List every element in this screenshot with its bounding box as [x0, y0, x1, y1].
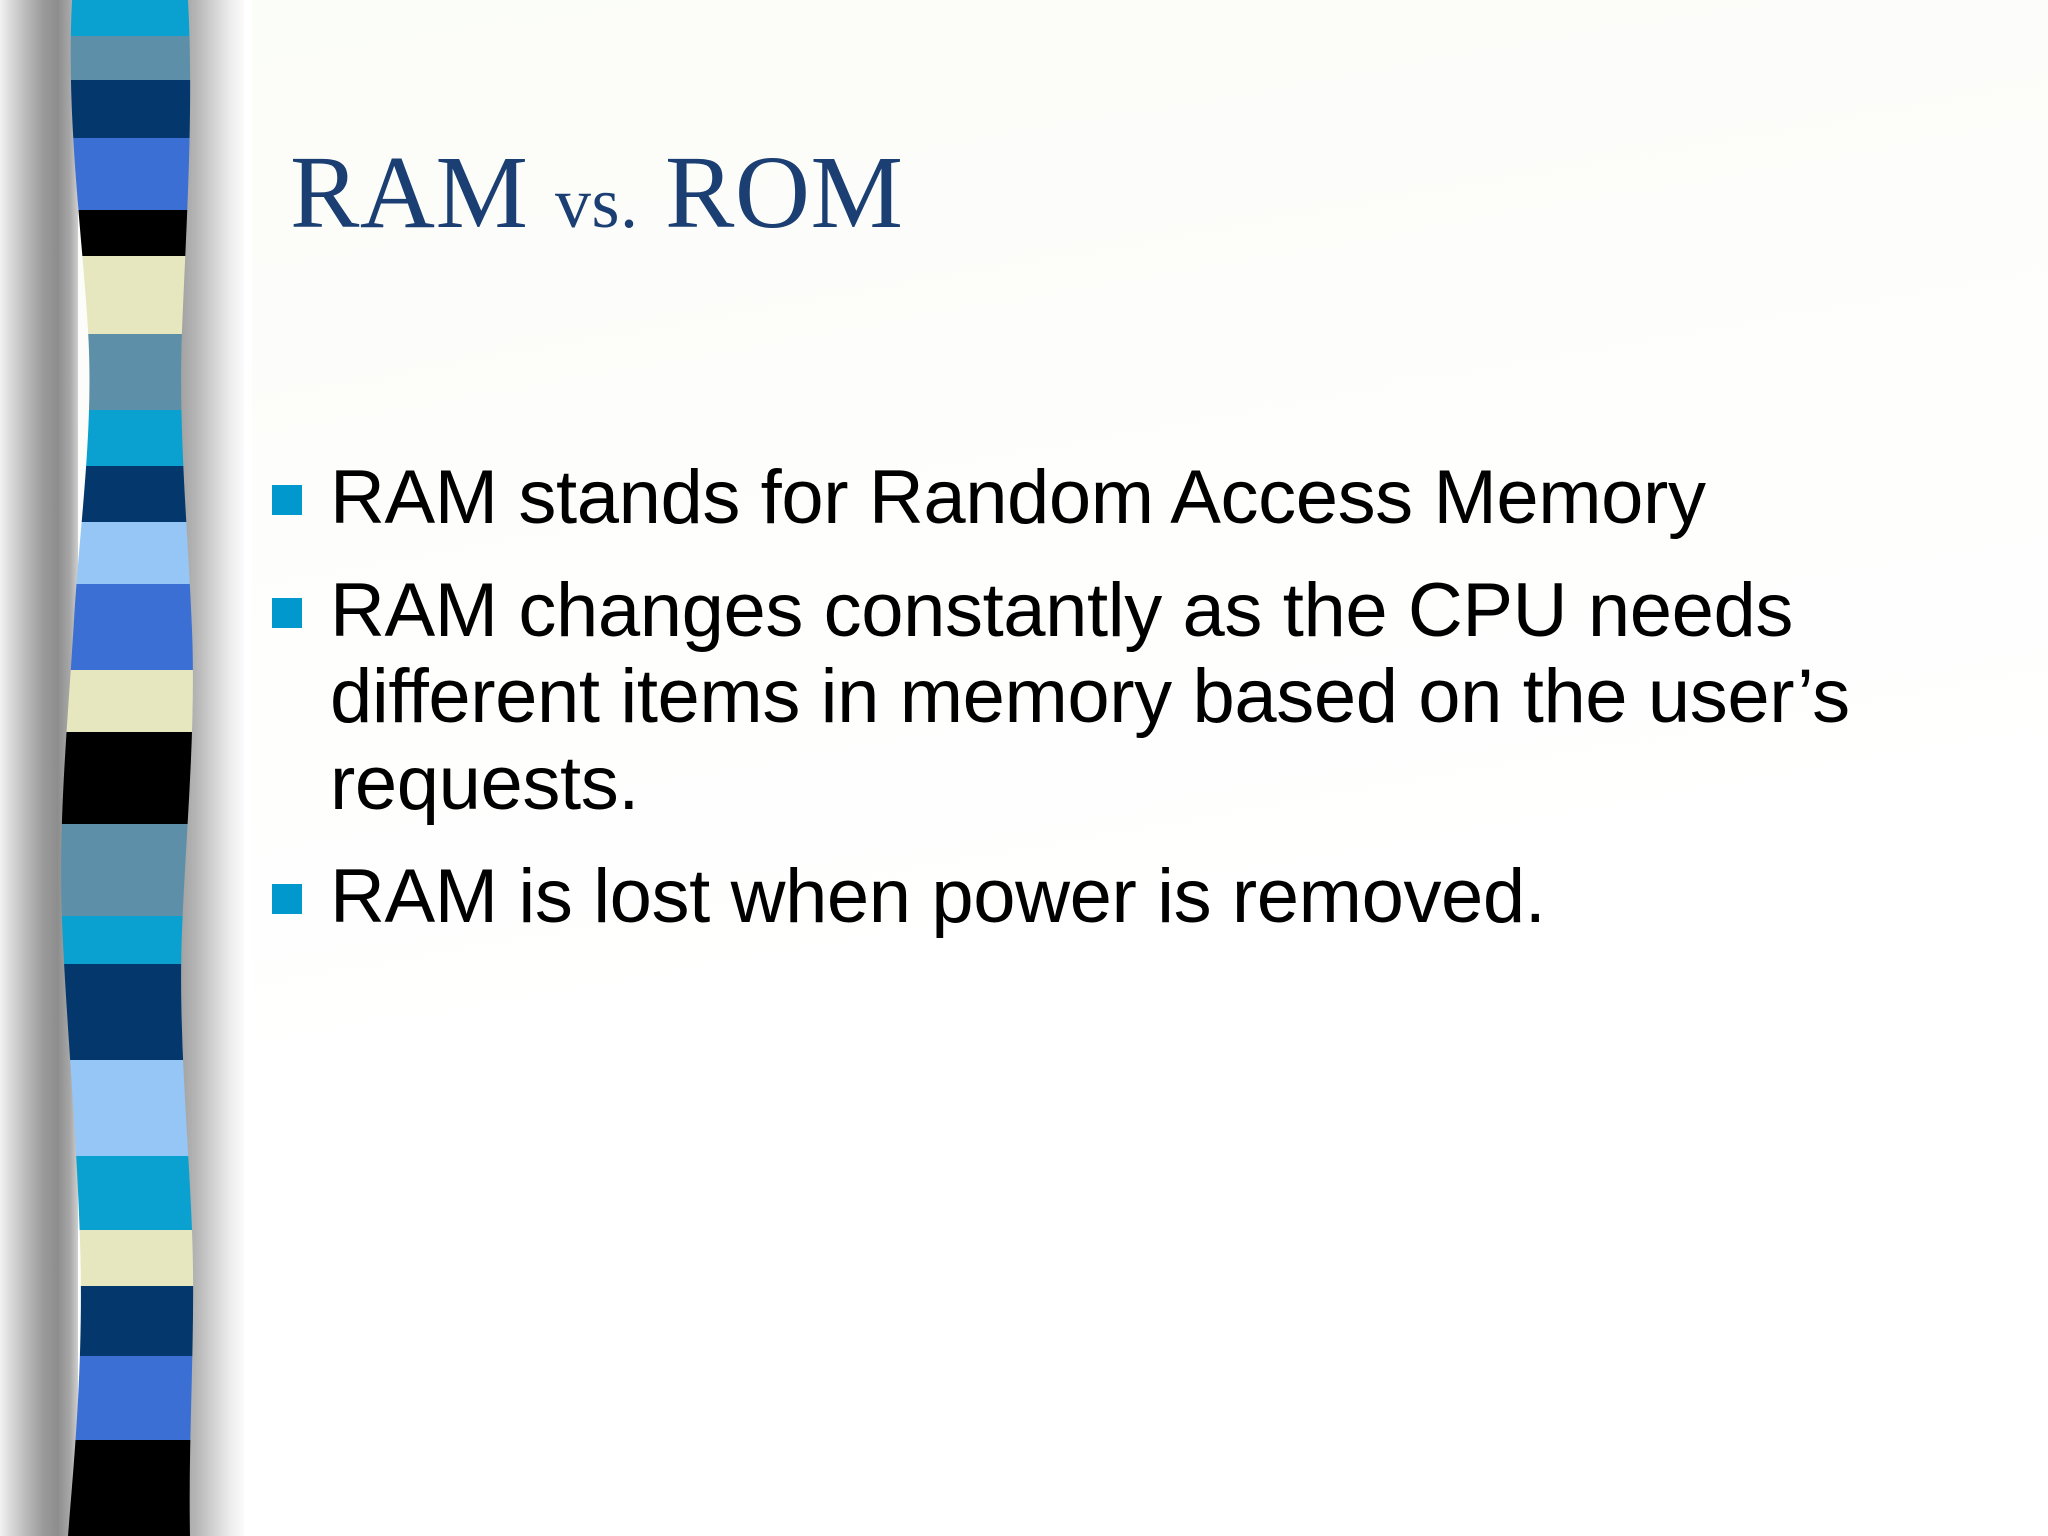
title-trail: ROM — [638, 135, 904, 250]
bullet-item-3: RAM is lost when power is removed. — [272, 854, 1992, 941]
bullet-text-3: RAM is lost when power is removed. — [330, 853, 1546, 939]
bullet-square-icon — [272, 883, 302, 914]
bullet-square-icon — [272, 597, 302, 628]
title-lead: RAM — [290, 135, 555, 250]
color-ribbon-icon — [61, 0, 194, 1536]
bullet-square-icon — [272, 485, 302, 515]
bullet-text-1: RAM stands for Random Access Memory — [330, 455, 1706, 540]
bullet-list: RAM stands for Random Access Memory RAM … — [272, 455, 1992, 966]
left-border-decoration — [0, 0, 252, 1536]
bullet-item-2: RAM changes constantly as the CPU needs … — [272, 568, 1992, 828]
bullet-item-1: RAM stands for Random Access Memory — [272, 455, 1992, 542]
slide-title: RAM vs. ROM — [290, 139, 903, 246]
title-vs: vs. — [554, 163, 639, 243]
slide-content: RAM vs. ROM RAM stands for Random Access… — [252, 0, 2048, 1536]
metal-column-edge — [244, 0, 252, 1536]
bullet-text-2: RAM changes constantly as the CPU needs … — [330, 567, 1850, 826]
